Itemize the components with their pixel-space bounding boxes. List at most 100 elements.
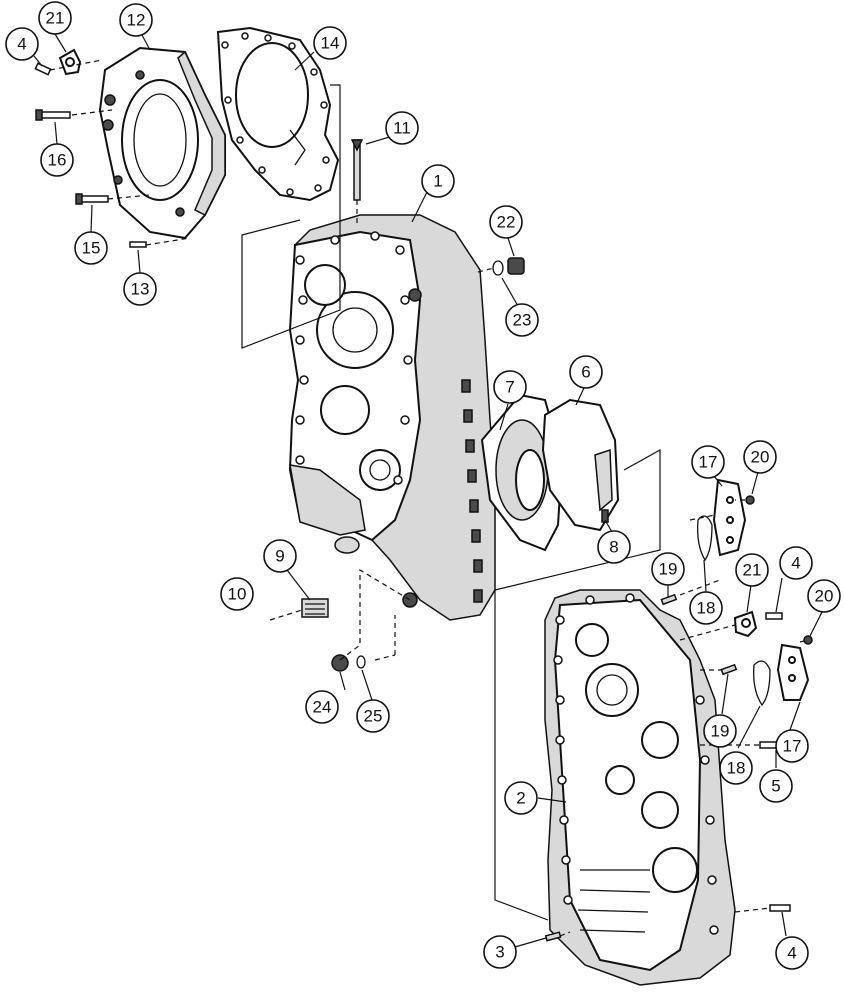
callout-label: 14	[321, 34, 340, 53]
callout-label: 13	[131, 280, 150, 299]
adapter-housing	[98, 46, 226, 240]
callout-circle	[38, 1, 72, 35]
callout-circle	[691, 445, 725, 479]
main-housing	[288, 214, 496, 621]
callout-circle	[483, 935, 517, 969]
small-parts	[34, 48, 813, 942]
callout-circle	[689, 591, 723, 625]
callout-circle	[775, 936, 809, 970]
callout-1: 1	[421, 164, 455, 198]
callout-label: 7	[505, 378, 514, 397]
callout-8: 8	[597, 530, 631, 564]
callout-circle	[263, 539, 297, 573]
callout-circle	[759, 769, 793, 803]
callout-label: 4	[787, 944, 796, 963]
callout-circle	[493, 370, 527, 404]
callout-label: 21	[743, 561, 762, 580]
callout-14: 14	[313, 26, 347, 60]
callout-label: 9	[275, 547, 284, 566]
callout-label: 16	[48, 151, 67, 170]
callout-label: 19	[711, 722, 730, 741]
callout-circle	[504, 781, 538, 815]
callout-19-upper: 19	[651, 552, 685, 586]
callout-label: 4	[17, 35, 26, 54]
callout-25: 25	[356, 699, 390, 733]
callout-label: 18	[697, 599, 716, 618]
callout-18-lower: 18	[719, 751, 753, 785]
callout-6: 6	[569, 355, 603, 389]
callout-label: 24	[313, 698, 332, 717]
callout-circle	[735, 553, 769, 587]
callout-20-lower: 20	[807, 579, 841, 613]
callout-label: 18	[727, 759, 746, 778]
callout-circle	[119, 3, 153, 37]
callout-9: 9	[263, 539, 297, 573]
callout-circle	[719, 751, 753, 785]
callout-label: 12	[127, 11, 146, 30]
callout-circle	[597, 530, 631, 564]
callout-label: 4	[791, 554, 800, 573]
rear-housing	[544, 589, 736, 986]
callout-21-top: 21	[38, 1, 72, 35]
callout-circle	[807, 579, 841, 613]
callout-circle	[703, 714, 737, 748]
callout-circle	[489, 205, 523, 239]
callout-label: 20	[815, 587, 834, 606]
callout-circle	[305, 690, 339, 724]
callout-12: 12	[119, 3, 153, 37]
callout-label: 8	[609, 538, 618, 557]
callout-label: 5	[771, 777, 780, 796]
callout-23: 23	[505, 303, 539, 337]
callout-label: 22	[497, 213, 516, 232]
callout-label: 15	[82, 239, 101, 258]
callout-4-top: 4	[5, 27, 39, 61]
callout-label: 6	[581, 363, 590, 382]
callout-label: 11	[393, 119, 411, 138]
callout-circle	[220, 577, 254, 611]
callout-label: 2	[516, 789, 525, 808]
leader-lines	[33, 33, 823, 948]
callout-circle	[421, 164, 455, 198]
callout-circle	[569, 355, 603, 389]
callout-circle	[775, 729, 809, 763]
callout-label: 20	[751, 448, 770, 467]
callout-19-lower: 19	[703, 714, 737, 748]
callout-20-upper: 20	[743, 440, 777, 474]
callout-2: 2	[504, 781, 538, 815]
callout-16: 16	[40, 143, 74, 177]
gasket-14	[216, 26, 340, 202]
callout-circle	[123, 272, 157, 306]
callout-circle	[505, 303, 539, 337]
callout-label: 10	[228, 585, 247, 604]
callout-label: 19	[659, 560, 678, 579]
callout-5: 5	[759, 769, 793, 803]
callout-3: 3	[483, 935, 517, 969]
callouts: 21 12 4 14 16 11 1 15 22 13 23 7 6 17 20…	[5, 1, 841, 970]
callout-17-upper: 17	[691, 445, 725, 479]
callout-circle	[743, 440, 777, 474]
callout-10: 10	[220, 577, 254, 611]
callout-13: 13	[123, 272, 157, 306]
callout-24: 24	[305, 690, 339, 724]
callout-circle	[779, 546, 813, 580]
callout-17-lower: 17	[775, 729, 809, 763]
callout-15: 15	[74, 231, 108, 265]
callout-11: 11	[385, 111, 419, 145]
callout-circle	[5, 27, 39, 61]
cover-plate	[541, 398, 620, 532]
callout-label: 23	[513, 311, 532, 330]
callout-label: 1	[433, 172, 442, 191]
callout-label: 21	[46, 9, 65, 28]
callout-circle	[385, 111, 419, 145]
callout-circle	[313, 26, 347, 60]
callout-4-bottom: 4	[775, 936, 809, 970]
callout-label: 3	[495, 943, 504, 962]
callout-21-lower: 21	[735, 553, 769, 587]
callout-label: 25	[364, 707, 383, 726]
callout-18-upper: 18	[689, 591, 723, 625]
seal-plate	[480, 393, 564, 552]
callout-label: 17	[699, 453, 718, 472]
callout-label: 17	[783, 737, 802, 756]
callout-circle	[40, 143, 74, 177]
